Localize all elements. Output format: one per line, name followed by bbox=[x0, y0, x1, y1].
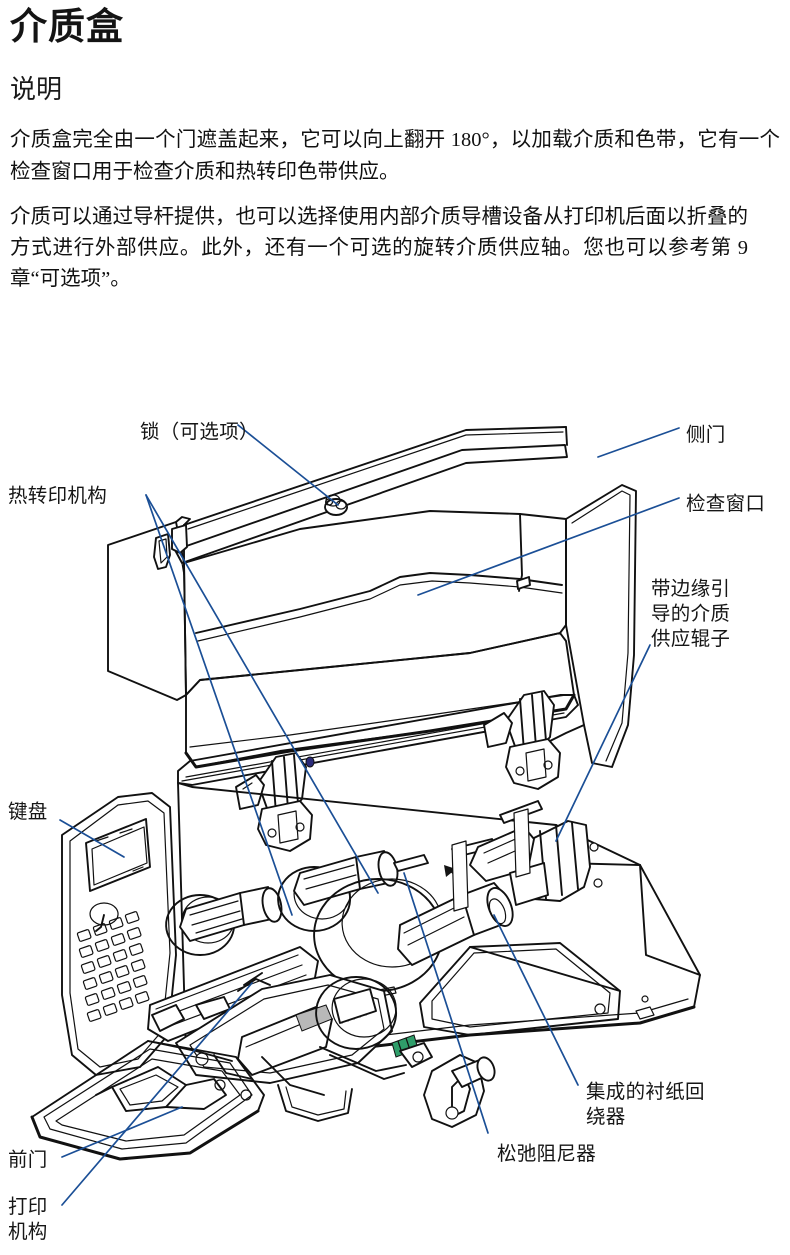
leader-ribbon-mech-a bbox=[145, 494, 293, 916]
hinge-clamp-right bbox=[483, 690, 561, 790]
ribbon-supply-spindle bbox=[165, 886, 283, 956]
leader-side-door bbox=[597, 427, 680, 458]
callout-thermal-transfer-mechanism: 热转印机构 bbox=[8, 485, 108, 507]
leader-rewinder bbox=[493, 914, 579, 1086]
callout-media-supply-roller: 带边缘引 导的介质 供应辊子 bbox=[651, 578, 731, 650]
callout-front-door: 前门 bbox=[8, 1149, 48, 1171]
callout-print-mechanism: 打印 机构 bbox=[8, 1196, 48, 1243]
slack-damper bbox=[423, 1054, 496, 1128]
media-supply-roller-edge-guide bbox=[451, 800, 603, 912]
hinge-clamp-left bbox=[235, 752, 313, 852]
front-door bbox=[30, 1040, 265, 1161]
leader-lines bbox=[59, 424, 680, 1206]
callout-side-door: 侧门 bbox=[686, 424, 726, 446]
article-text: 介质盒 说明 介质盒完全由一个门遮盖起来，它可以向上翻开 180°，以加载介质和… bbox=[10, 0, 780, 295]
leader-print-mech bbox=[61, 982, 253, 1206]
ribbon-takeup-spindle bbox=[277, 850, 399, 932]
callout-lock: 锁（可选项） bbox=[140, 421, 259, 443]
callout-keyboard: 键盘 bbox=[8, 801, 48, 823]
leader-slack-damper bbox=[403, 872, 489, 1134]
printer-line-drawing: .ln { fill:none; stroke:#111111; stroke-… bbox=[30, 424, 701, 1206]
leader-ribbon-mech-b bbox=[145, 494, 379, 894]
body-paragraph-2: 介质可以通过导杆提供，也可以选择使用内部介质导槽设备从打印机后面以折叠的方式进行… bbox=[10, 205, 748, 291]
control-panel bbox=[61, 792, 177, 1076]
media-supply-roll bbox=[313, 838, 514, 992]
leader-front-door bbox=[61, 1106, 183, 1158]
right-side-panel bbox=[549, 484, 637, 768]
leader-keyboard bbox=[59, 819, 125, 858]
callout-inspection-window: 检查窗口 bbox=[686, 493, 766, 515]
printer-diagram-figure: .ln { fill:none; stroke:#111111; stroke-… bbox=[0, 395, 790, 1255]
body-paragraph-1: 介质盒完全由一个门遮盖起来，它可以向上翻开 180°，以加载介质和色带，它有一个… bbox=[10, 129, 780, 183]
side-door-lid bbox=[107, 426, 568, 701]
page-title: 介质盒 bbox=[10, 6, 124, 47]
leader-media-roller bbox=[555, 644, 651, 842]
liner-rewinder bbox=[315, 976, 398, 1050]
section-heading-description: 说明 bbox=[10, 73, 63, 104]
leader-view-window bbox=[417, 497, 680, 596]
callout-slack-damper: 松弛阻尼器 bbox=[497, 1143, 597, 1165]
callout-liner-rewinder: 集成的衬纸回 绕器 bbox=[586, 1081, 705, 1128]
leader-lock bbox=[237, 424, 339, 506]
